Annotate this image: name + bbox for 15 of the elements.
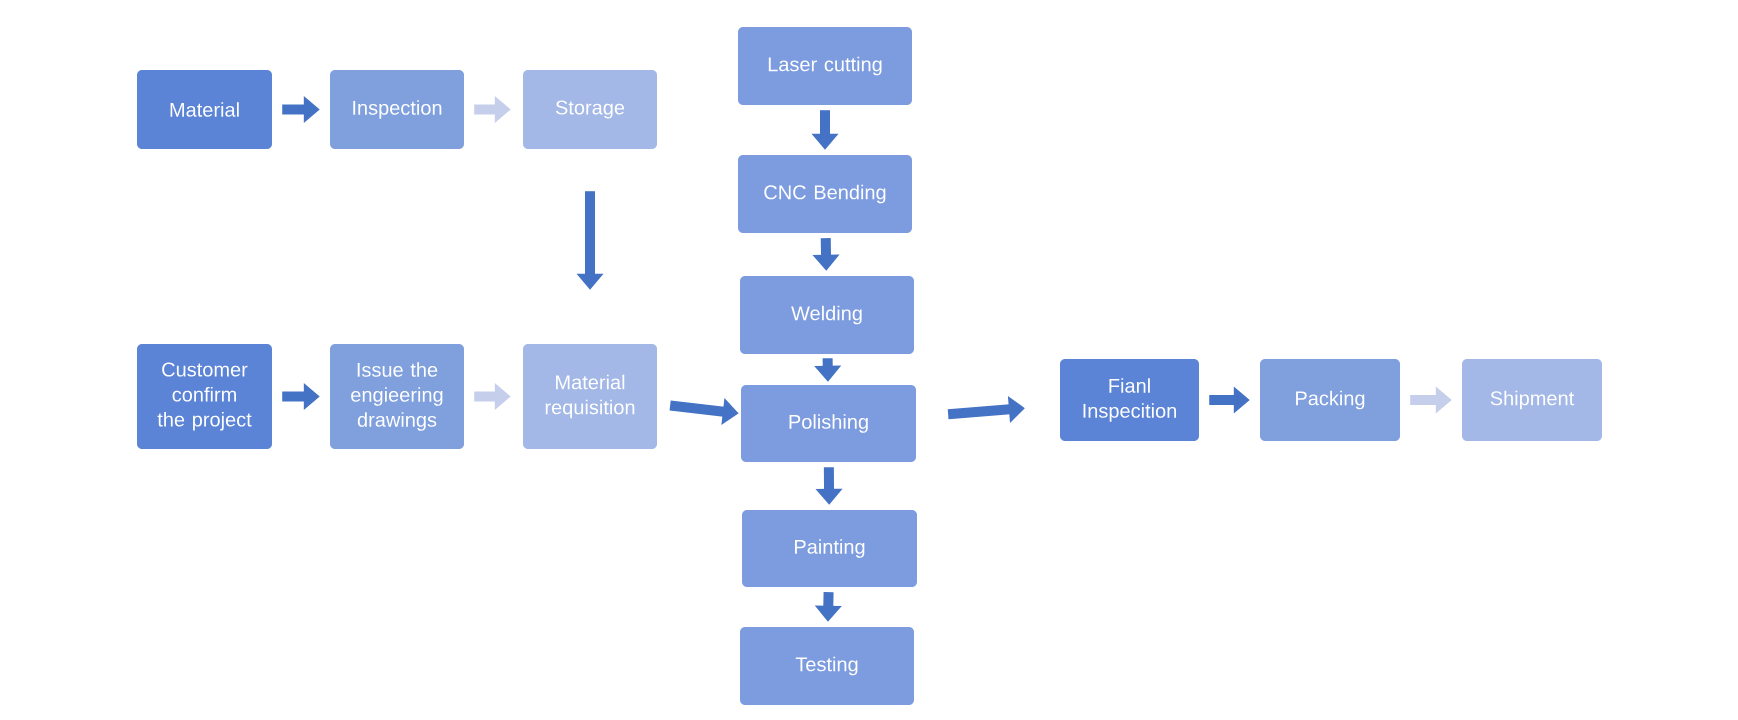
process-box: Welding <box>740 276 914 354</box>
process-box: Issue the engieering drawings <box>330 344 464 449</box>
process-box: Customer confirm the project <box>137 344 272 449</box>
process-box: Shipment <box>1462 359 1602 441</box>
process-box: CNC Bending <box>738 155 912 233</box>
process-box: Inspection <box>330 70 464 149</box>
process-box: Laser cutting <box>738 27 912 105</box>
process-box: Material <box>137 70 272 149</box>
process-box: Fianl Inspecition <box>1060 359 1199 441</box>
process-box: Polishing <box>741 385 916 462</box>
process-box: Painting <box>742 510 917 587</box>
process-box: Material requisition <box>523 344 657 449</box>
process-box: Storage <box>523 70 657 149</box>
process-box: Testing <box>740 627 914 705</box>
process-box: Packing <box>1260 359 1400 441</box>
